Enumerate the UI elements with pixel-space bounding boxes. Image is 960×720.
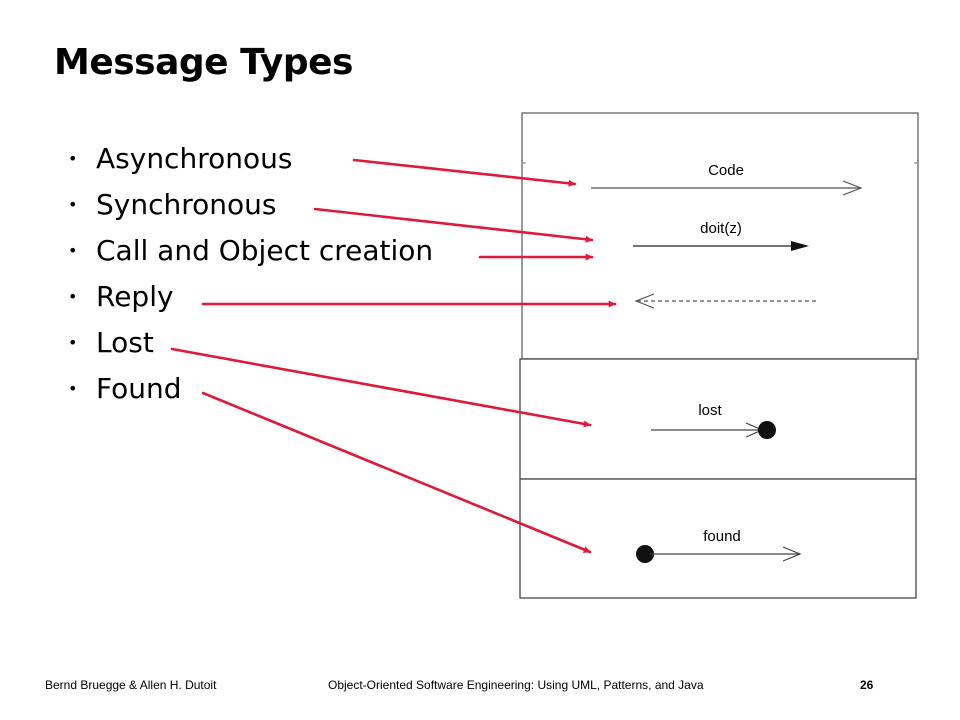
lost-endpoint-dot: [758, 421, 776, 439]
bullet-label: Reply: [96, 280, 174, 313]
bullet-item-lost: • Lost: [68, 320, 433, 366]
pointer-arrow-lost: [170, 347, 592, 428]
bullet-item-reply: • Reply: [68, 274, 433, 320]
sync-message-arrow: [633, 241, 809, 251]
doit-label: doit(z): [700, 220, 742, 237]
diagram-frames: [519, 112, 919, 599]
bullet-item-call-creation: • Call and Object creation: [68, 228, 433, 274]
bullet-icon: •: [68, 379, 78, 398]
lost-message-arrow: [651, 421, 776, 439]
lost-frame: [519, 358, 917, 480]
bullet-label: Found: [96, 372, 182, 405]
page-number: 26: [860, 678, 874, 692]
found-message-arrow: [636, 545, 802, 563]
pointer-arrow-found: [201, 391, 592, 554]
pointer-arrow-asynchronous: [352, 158, 577, 187]
bullet-icon: •: [68, 287, 78, 306]
found-label: found: [703, 528, 741, 545]
reply-message-arrow: [634, 293, 818, 309]
code-label: Code: [708, 162, 744, 179]
bullet-list: • Asynchronous • Synchronous • Call and Obj…: [68, 136, 433, 412]
bullet-item-synchronous: • Synchronous: [68, 182, 433, 228]
footer-book-title: Object-Oriented Software Engineering: Us…: [328, 678, 704, 692]
pointer-arrow-synchronous: [313, 207, 594, 243]
found-frame: [519, 478, 917, 599]
bullet-icon: •: [68, 195, 78, 214]
bullet-icon: •: [68, 333, 78, 352]
bullet-label: Call and Object creation: [96, 234, 434, 267]
slide-title: Message Types: [54, 42, 353, 83]
lost-label: lost: [698, 402, 722, 419]
bullet-item-found: • Found: [68, 366, 433, 412]
bullet-icon: •: [68, 241, 78, 260]
footer-authors: Bernd Bruegge & Allen H. Dutoit: [45, 678, 217, 692]
bullet-label: Lost: [96, 326, 154, 359]
bullet-icon: •: [68, 149, 78, 168]
bullet-item-asynchronous: • Asynchronous: [68, 136, 433, 182]
async-message-arrow: [591, 180, 863, 196]
bullet-label: Synchronous: [96, 188, 277, 221]
found-origin-dot: [636, 545, 654, 563]
pointer-arrows: [170, 158, 617, 554]
bullet-label: Asynchronous: [96, 142, 293, 175]
